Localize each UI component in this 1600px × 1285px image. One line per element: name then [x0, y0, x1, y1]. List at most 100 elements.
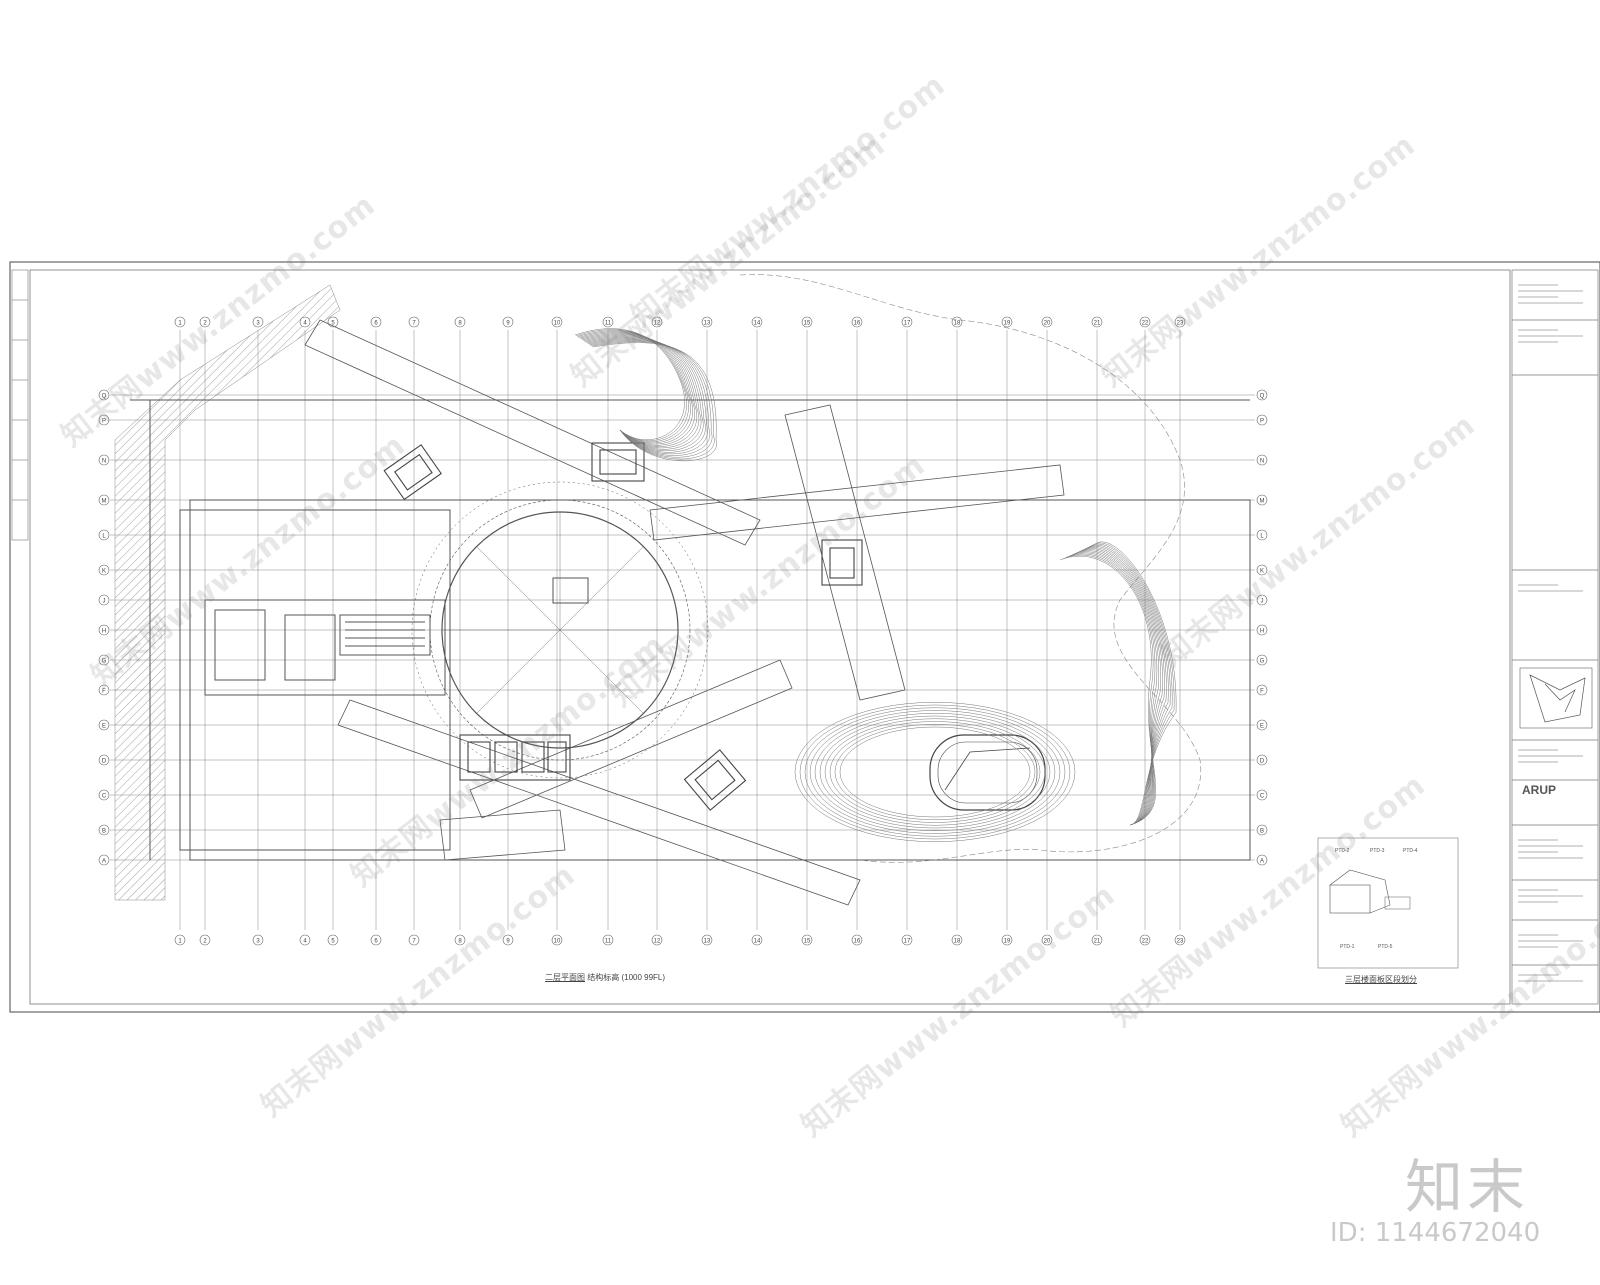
grid-col-label: 9 [506, 939, 510, 945]
hatched-slope-area [114, 284, 341, 901]
grid-col-label: 6 [374, 939, 378, 945]
grid-row-label: C [1260, 794, 1265, 800]
grid-row-label: F [1260, 689, 1264, 695]
grid-bubble [98, 824, 110, 836]
grid-row-label: F [102, 689, 106, 695]
grid-col-label: 9 [506, 321, 510, 327]
grid-bubble [98, 454, 110, 466]
grid-bubble [1256, 389, 1268, 401]
sheet-inner-border [29, 269, 1511, 1005]
grid-col-label: 13 [704, 321, 711, 327]
title-block-text-lines [1518, 284, 1583, 982]
grid-col-label: 22 [1142, 939, 1149, 945]
main-title-suffix: 结构标高 (1000 99FL) [587, 973, 666, 982]
main-drawing-title: 二层平面图 结构标高 (1000 99FL) [545, 972, 665, 983]
grid-col-label: 14 [754, 321, 761, 327]
grid-bubble [454, 316, 466, 328]
grid-row-label: Q [102, 394, 107, 400]
grid-bubble [327, 934, 339, 946]
grid-bubble [801, 316, 813, 328]
contour-line [583, 335, 700, 449]
contour-line [574, 328, 685, 440]
grid-row-label: N [1260, 459, 1264, 465]
contour-line [579, 332, 693, 445]
grid-bubble [252, 316, 264, 328]
grid-bubble [602, 934, 614, 946]
grid-bubble [1256, 414, 1268, 426]
grid-bubble [1091, 316, 1103, 328]
grid-col-label: 2 [203, 939, 207, 945]
contour-line [589, 339, 711, 456]
grid-bubble [1174, 934, 1186, 946]
grid-col-label: 1 [178, 939, 182, 945]
contour-line [584, 336, 702, 450]
grid-bubble [1041, 934, 1053, 946]
grid-bubble [751, 934, 763, 946]
contour-line [591, 341, 715, 460]
grid-row-label: B [1260, 829, 1264, 835]
grid-bubble [901, 316, 913, 328]
contour-line [1079, 547, 1167, 826]
grid-bubble [370, 934, 382, 946]
key-plan-label: PTD-2 [1335, 848, 1350, 854]
contour-line [576, 329, 687, 441]
grid-bubble [1256, 529, 1268, 541]
contour-line [1062, 554, 1156, 826]
contour-line [577, 330, 689, 443]
grid-bubble [1256, 494, 1268, 506]
main-title-text: 二层平面图 [545, 973, 585, 982]
contour-line [799, 704, 1071, 840]
central-rotunda [411, 481, 709, 779]
grid-col-label: 3 [256, 939, 260, 945]
grid-bubble [602, 316, 614, 328]
grid-bubble [751, 316, 763, 328]
key-plan-title-text: 三层楼面板区段划分 [1345, 975, 1417, 984]
grid-row-label: G [102, 659, 107, 665]
grid-row-label: A [102, 859, 106, 865]
contour-line [1074, 549, 1163, 826]
sheet-outer-border [9, 261, 1600, 1013]
structural-grid: 1122334455667788991010111112121313141415… [98, 316, 1268, 946]
grid-row-label: D [1260, 759, 1265, 765]
grid-bubble [1041, 316, 1053, 328]
contour-line [1072, 550, 1161, 826]
grid-col-label: 7 [412, 939, 416, 945]
diagonal-bridges [304, 319, 1065, 906]
grid-bubble [370, 316, 382, 328]
grid-bubble [98, 594, 110, 606]
grid-row-label: K [1260, 569, 1264, 575]
brand-id-text: ID: 1144672040 [1330, 1218, 1541, 1248]
contour-line [804, 707, 1066, 837]
grid-bubble [98, 754, 110, 766]
grid-col-label: 20 [1044, 321, 1051, 327]
contour-line [794, 702, 1076, 842]
grid-col-label: 8 [458, 939, 462, 945]
grid-col-label: 17 [904, 321, 911, 327]
title-block [1511, 269, 1599, 1005]
grid-bubble [1256, 564, 1268, 576]
grid-bubble [701, 316, 713, 328]
terrain-contours [574, 328, 1177, 842]
grid-bubble [651, 316, 663, 328]
grid-col-label: 5 [331, 321, 335, 327]
grid-bubble [1256, 454, 1268, 466]
grid-bubble [299, 316, 311, 328]
stair-cores [383, 442, 863, 811]
grid-row-label: P [1260, 419, 1264, 425]
grid-col-label: 3 [256, 321, 260, 327]
contour-line [834, 724, 1036, 820]
contour-line [1084, 544, 1171, 826]
grid-bubble [98, 389, 110, 401]
contour-line [1077, 548, 1165, 826]
contour-line [582, 334, 697, 447]
contour-line [814, 713, 1056, 831]
grid-bubble [199, 934, 211, 946]
grid-bubble [1256, 754, 1268, 766]
grid-col-label: 19 [1004, 939, 1011, 945]
grid-bubble [1091, 934, 1103, 946]
grid-bubble [801, 934, 813, 946]
contour-line [809, 710, 1061, 834]
grid-bubble [98, 564, 110, 576]
